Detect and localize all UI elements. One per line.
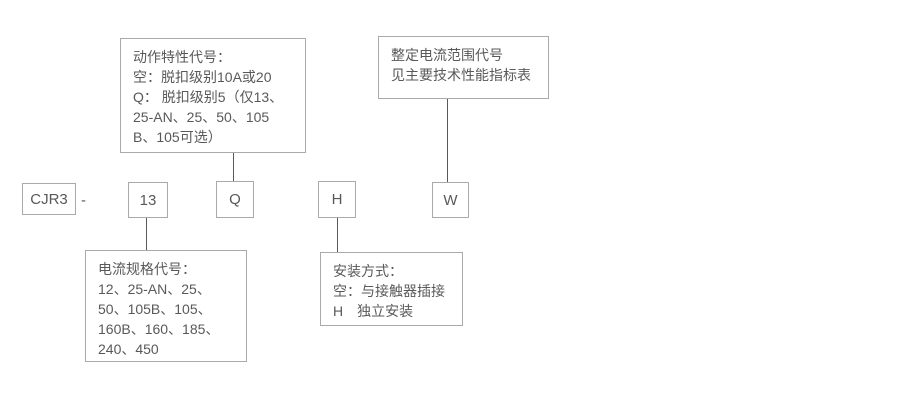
connector-line-current-spec	[146, 218, 147, 250]
model-separator: -	[81, 192, 86, 209]
code-label: H	[331, 191, 343, 208]
code-label: Q	[229, 191, 241, 208]
note-line: 空：与接触器插接	[333, 283, 445, 299]
note-line: 240、450	[98, 341, 159, 357]
connector-line-current-range	[447, 99, 448, 182]
note-line: 动作特性代号：	[133, 49, 231, 65]
note-line: 50、105B、105、	[98, 301, 212, 317]
note-line: 电流规格代号：	[98, 261, 196, 277]
note-mounting: 安装方式： 空：与接触器插接 H 独立安装	[320, 252, 463, 326]
note-line: H 独立安装	[333, 303, 414, 319]
note-line: 12、25-AN、25、	[98, 281, 211, 297]
connector-line-mounting	[337, 218, 338, 252]
note-line: B、105可选）	[133, 129, 222, 145]
code-box-mounting: H	[318, 181, 356, 218]
note-current-spec: 电流规格代号： 12、25-AN、25、 50、105B、105、 160B、1…	[85, 250, 247, 362]
note-action-characteristic: 动作特性代号： 空：脱扣级别10A或20 Q： 脱扣级别5（仅13、 25-AN…	[120, 38, 306, 153]
code-label: 13	[139, 191, 157, 209]
code-box-current-spec: 13	[128, 182, 168, 218]
code-box-action-characteristic: Q	[216, 181, 254, 218]
note-line: 25-AN、25、50、105	[133, 109, 270, 125]
code-label: W	[443, 191, 458, 209]
code-box-current-range: W	[432, 182, 469, 218]
note-line: Q： 脱扣级别5（仅13、	[133, 89, 284, 105]
note-line: 160B、160、185、	[98, 321, 220, 337]
note-line: 整定电流范围代号	[391, 47, 503, 63]
connector-line-action	[233, 153, 234, 181]
model-prefix-label: CJR3	[30, 190, 68, 208]
note-line: 见主要技术性能指标表	[391, 67, 531, 83]
note-line: 空：脱扣级别10A或20	[133, 69, 272, 85]
note-current-range: 整定电流范围代号 见主要技术性能指标表	[378, 36, 549, 99]
model-prefix-box: CJR3	[22, 183, 76, 215]
note-line: 安装方式：	[333, 263, 403, 279]
